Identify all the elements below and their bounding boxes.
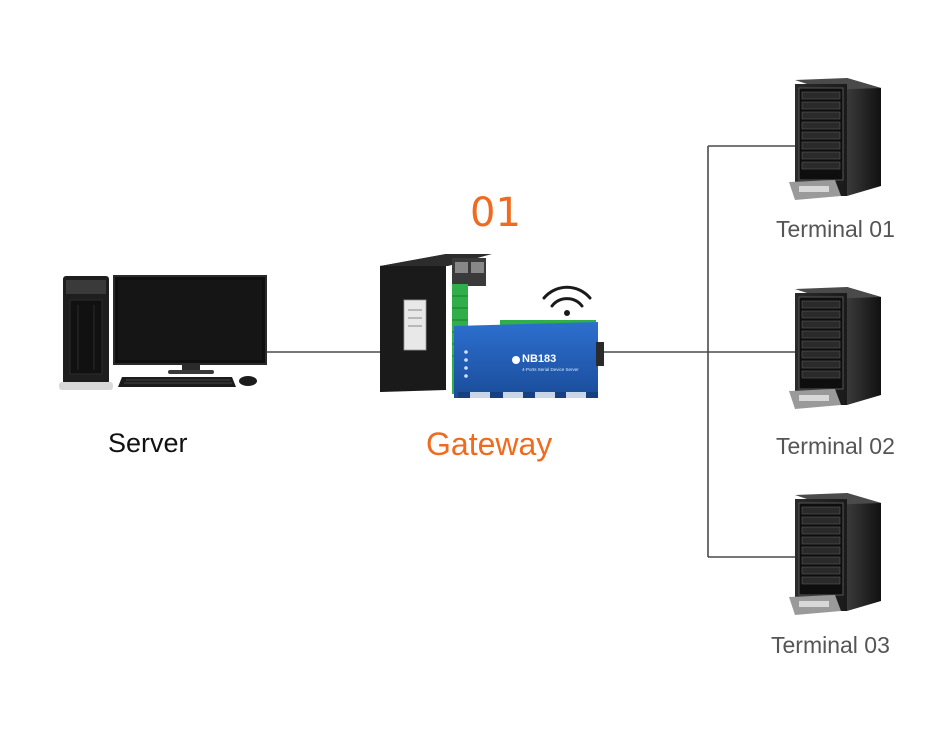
wifi-signal-icon <box>542 285 592 316</box>
step-number: 01 <box>470 190 521 236</box>
connection-lines <box>265 145 795 558</box>
terminal-3-icon <box>788 492 882 616</box>
terminal-1-icon <box>788 77 882 201</box>
terminal-2-label: Terminal 02 <box>776 433 895 459</box>
terminal-2-icon <box>788 286 882 410</box>
gateway-model-text: NB183 <box>522 353 556 365</box>
terminal-1-label: Terminal 01 <box>776 216 895 242</box>
gateway-subtitle-text: 4-Ports Serial Device Server <box>522 367 579 372</box>
terminal-3-label: Terminal 03 <box>771 632 890 658</box>
gateway-logo-icon <box>512 356 520 364</box>
gateway-device-icon: NB183 4-Ports Serial Device Server <box>380 254 604 398</box>
server-label: Server <box>108 428 188 458</box>
gateway-label: Gateway <box>426 426 553 462</box>
desktop-computer-icon <box>59 275 267 390</box>
